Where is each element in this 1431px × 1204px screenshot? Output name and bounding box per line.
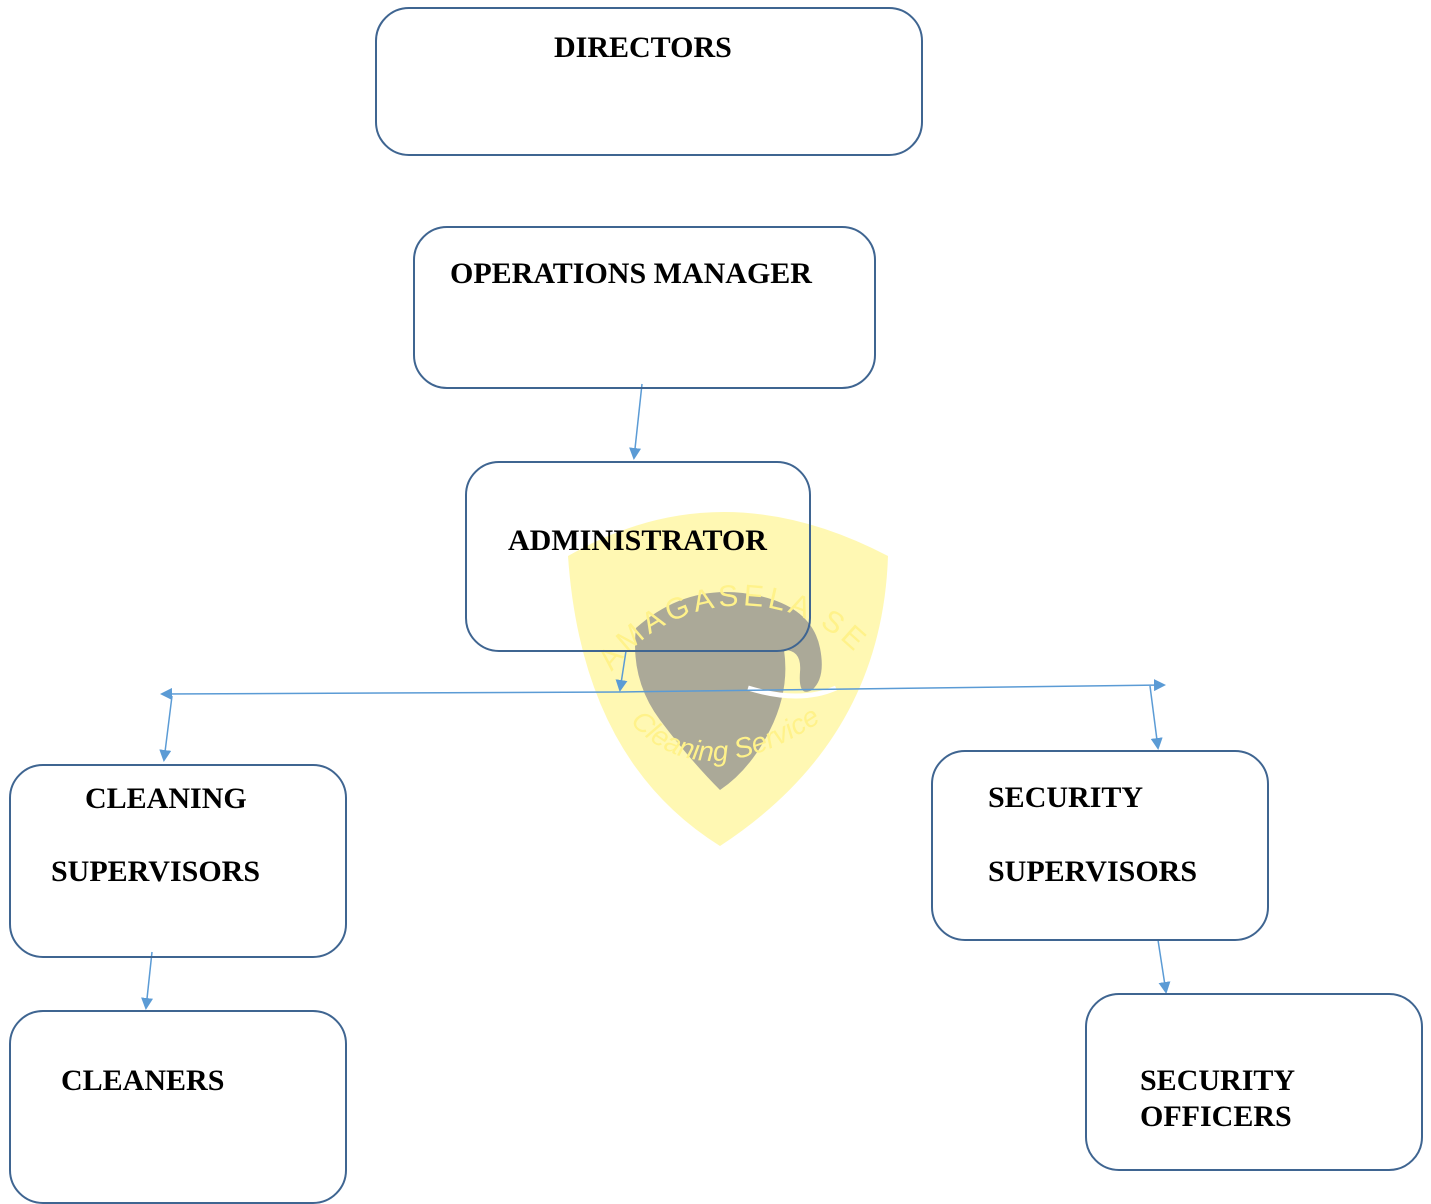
administrator-box <box>465 461 811 652</box>
arrow-bus-right <box>619 679 1166 693</box>
cleaning-supervisors-label-line1: CLEANING <box>85 782 247 815</box>
arrow-to-cleaning-supervisors <box>159 695 173 762</box>
cleaners-box <box>9 1010 347 1204</box>
security-supervisors-box <box>931 750 1269 941</box>
security-officers-box <box>1085 993 1423 1171</box>
arrow-to-security-supervisors <box>1149 685 1163 750</box>
security-officers-label-line2: OFFICERS <box>1140 1100 1292 1133</box>
security-supervisors-label-line1: SECURITY <box>988 781 1144 814</box>
arrow-administrator-to-bus <box>615 650 628 692</box>
arrow-to-cleaners <box>141 951 154 1010</box>
directors-label: DIRECTORS <box>554 31 732 64</box>
operations-manager-box <box>413 226 876 389</box>
arrow-opsmanager-to-administrator <box>629 383 643 460</box>
operations-manager-label: OPERATIONS MANAGER <box>450 257 812 290</box>
directors-box <box>375 7 923 156</box>
administrator-label: ADMINISTRATOR <box>508 524 767 557</box>
arrow-bus-left <box>160 687 621 700</box>
cleaners-label: CLEANERS <box>61 1064 225 1097</box>
arrow-to-security-officers <box>1157 939 1171 994</box>
cleaning-supervisors-box <box>9 764 347 958</box>
cleaning-supervisors-label-line2: SUPERVISORS <box>51 855 261 888</box>
security-supervisors-label-line2: SUPERVISORS <box>988 855 1198 888</box>
security-officers-label-line1: SECURITY <box>1140 1064 1296 1097</box>
